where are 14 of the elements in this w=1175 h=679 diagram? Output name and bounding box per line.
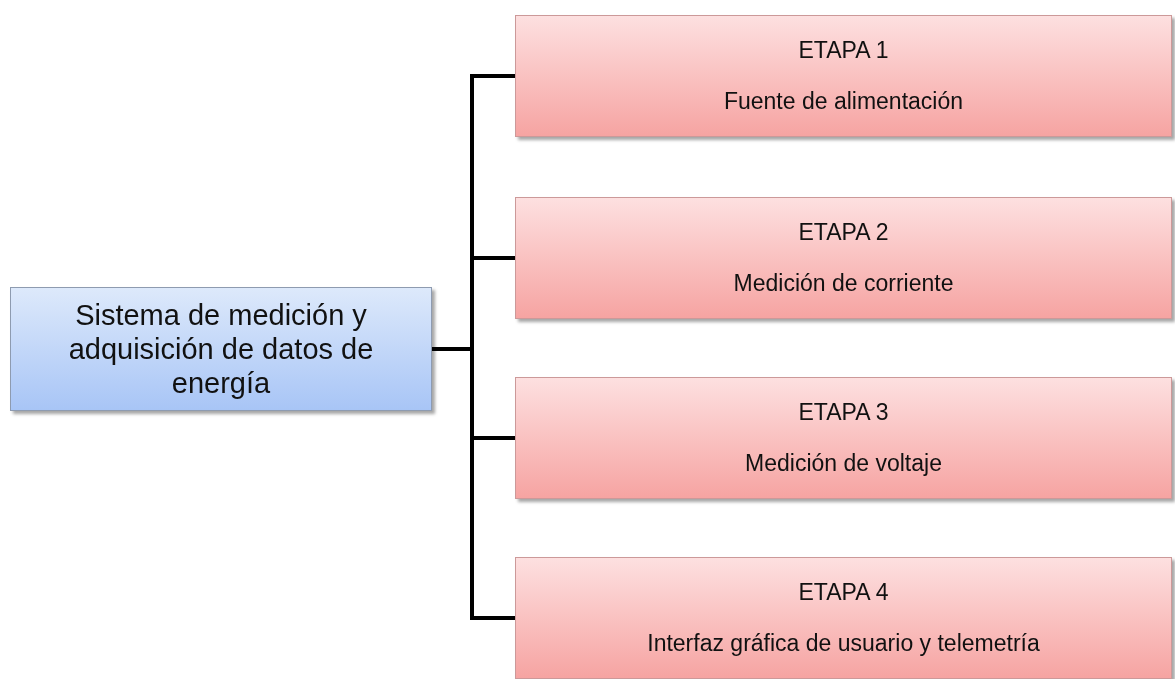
stage-box: [515, 557, 1172, 679]
root-label: Sistema de medición y adquisición de datos de energía: [67, 298, 375, 400]
root-box: [10, 287, 432, 411]
stage-box: [515, 197, 1172, 319]
stage-number: ETAPA 3: [798, 399, 889, 426]
stage-box: [515, 377, 1172, 499]
stage-number: ETAPA 1: [798, 37, 889, 64]
stage-title: Medición de corriente: [733, 270, 954, 297]
stage-number: ETAPA 2: [798, 219, 889, 246]
stage-number: ETAPA 4: [798, 579, 889, 606]
stage-title: Medición de voltaje: [745, 450, 942, 477]
stage-title: Fuente de alimentación: [723, 88, 964, 115]
stage-title: Interfaz gráfica de usuario y telemetría: [647, 630, 1040, 657]
stage-box: [515, 15, 1172, 137]
